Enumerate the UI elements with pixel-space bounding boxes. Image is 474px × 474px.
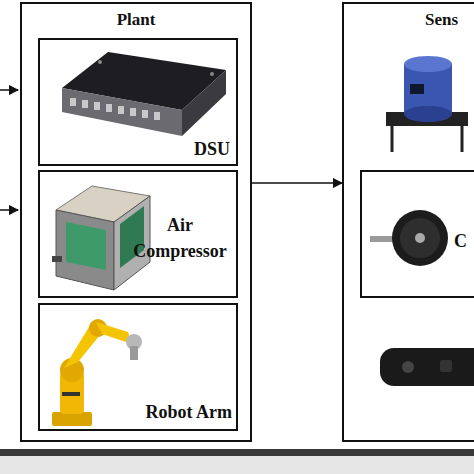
encoder-illustration <box>370 210 448 266</box>
panel-title: Sens <box>425 8 458 33</box>
bottom-rule <box>0 449 474 456</box>
robot-arm-illustration <box>52 319 142 426</box>
incoming-arrow <box>0 209 18 211</box>
sensor-panel: SensC <box>342 2 474 442</box>
dsu-illustration <box>62 52 226 136</box>
camera-illustration <box>380 348 474 386</box>
bottom-band <box>0 456 474 474</box>
plant-item-box: Air Compressor <box>38 170 238 298</box>
plant-item-box: DSU <box>38 38 238 166</box>
item-label: Robot Arm <box>146 399 233 425</box>
incoming-arrow <box>0 89 18 91</box>
plant-panel: PlantDSU Air CompressorRobot Arm <box>20 2 252 442</box>
air-compressor-illustration <box>52 186 150 290</box>
plant-item-box: Robot Arm <box>38 303 238 431</box>
panel-title: Plant <box>22 8 250 33</box>
flow-arrow <box>252 182 342 184</box>
item-label: DSU <box>194 136 230 162</box>
lidar-illustration <box>386 56 468 152</box>
sensor-item-box: C <box>360 170 474 298</box>
item-label: C <box>454 228 467 254</box>
item-label: Air Compressor <box>126 212 234 264</box>
